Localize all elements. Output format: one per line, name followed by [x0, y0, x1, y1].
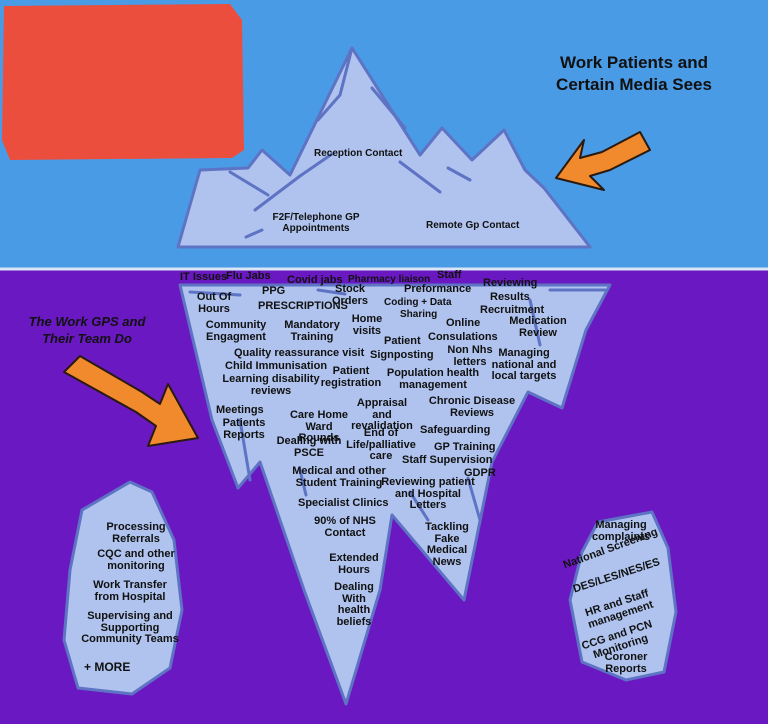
label-below-water: Safeguarding	[420, 424, 491, 436]
iceberg-tip-outline	[176, 46, 592, 249]
label-above-water: Remote Gp Contact	[426, 220, 520, 231]
label-below-water: Patients Reports	[222, 417, 266, 441]
label-right-floe: Managing complaints	[591, 519, 651, 543]
label-below-water: IT Issues	[180, 271, 228, 283]
label-below-water: Results	[490, 291, 530, 303]
label-below-water: Appraisal and revalidation	[351, 397, 413, 433]
heading-above-water: Work Patients and Certain Media Sees	[556, 53, 712, 95]
label-below-water: Reviewing patient and Hospital Letters	[381, 476, 475, 512]
arrow-below-icon	[63, 355, 199, 447]
label-above-water: F2F/Telephone GP Appointments	[272, 212, 360, 234]
label-above-water: Reception Contact	[314, 148, 403, 159]
label-below-water: Patient	[384, 335, 421, 347]
label-below-water: Meetings	[216, 404, 264, 416]
label-below-water: Patient registration	[320, 365, 382, 389]
label-below-water: Child Immunisation	[225, 360, 328, 372]
label-right-floe: Coroner Reports	[604, 651, 648, 675]
arrow-above-icon	[555, 131, 651, 191]
label-below-water: Stock Orders	[331, 283, 369, 307]
label-below-water: Consulations	[428, 331, 498, 343]
label-below-water: Managing national and local targets	[491, 347, 557, 383]
label-below-water: Specialist Clinics	[298, 497, 389, 509]
label-left-floe: + MORE	[84, 660, 131, 674]
label-below-water: Flu Jabs	[226, 270, 271, 282]
label-left-floe: Supervising and Supporting Community Tea…	[81, 610, 179, 646]
label-below-water: Staff	[437, 269, 462, 281]
label-below-water: PPG	[262, 285, 286, 297]
label-left-floe: Processing Referrals	[106, 521, 166, 545]
label-below-water: Care Home Ward Rounds	[289, 409, 349, 445]
iceberg-submerged-ridges	[188, 288, 607, 522]
label-below-water: Learning disability reviews	[222, 373, 320, 397]
label-below-water: Chronic Disease Reviews	[428, 395, 516, 419]
ice-floe-right-outline	[568, 510, 678, 682]
heading-below-water: The Work GPS and Their Team Do	[28, 314, 146, 346]
label-below-water: Mandatory Training	[284, 319, 340, 343]
label-below-water: Extended Hours	[329, 552, 379, 576]
ice-floe-left	[64, 482, 182, 694]
label-below-water: Reviewing	[483, 277, 538, 289]
label-left-floe: Work Transfer from Hospital	[93, 579, 167, 603]
label-below-water: Home visits	[351, 313, 383, 337]
label-below-water: 90% of NHS Contact	[314, 515, 376, 539]
label-below-water: Staff Supervision	[402, 454, 493, 466]
label-left-floe: CQC and other monitoring	[97, 548, 175, 572]
label-below-water: Sharing	[400, 309, 438, 320]
label-below-water: GDPR	[464, 467, 496, 479]
label-below-water: Dealing With health beliefs	[334, 581, 374, 628]
label-below-water: GP Training	[434, 441, 496, 453]
label-below-water: Out Of Hours	[196, 291, 232, 315]
label-below-water: Quality reassurance visit	[234, 347, 365, 359]
label-below-water: Pharmacy liaison	[348, 274, 431, 285]
label-below-water: Coding + Data	[384, 297, 452, 308]
label-below-water: Preformance	[404, 283, 472, 295]
label-below-water: Medication Review	[509, 315, 567, 339]
label-below-water: Online	[446, 317, 481, 329]
ice-floe-right	[570, 512, 676, 680]
label-below-water: End of Life/palliative care	[346, 427, 416, 463]
redaction-block	[2, 4, 244, 160]
label-below-water: Dealing with PSCE	[276, 435, 342, 459]
label-below-water: Covid jabs	[287, 274, 343, 286]
iceberg-submerged	[180, 285, 610, 704]
ice-floe-left-outline	[62, 480, 184, 696]
label-below-water: Signposting	[370, 349, 434, 361]
label-below-water: Tackling Fake Medical News	[425, 521, 469, 568]
iceberg-tip	[178, 48, 590, 247]
label-below-water: Recruitment	[480, 304, 545, 316]
label-below-water: Population health management	[386, 367, 480, 391]
iceberg-tip-ridges	[228, 46, 472, 239]
label-below-water: Medical and other Student Training	[292, 465, 386, 489]
label-below-water: Non Nhs letters	[447, 344, 493, 368]
iceberg-submerged-outline	[178, 283, 612, 706]
label-below-water: Community Engagment	[205, 319, 267, 343]
label-below-water: PRESCRIPTIONS	[258, 300, 348, 312]
